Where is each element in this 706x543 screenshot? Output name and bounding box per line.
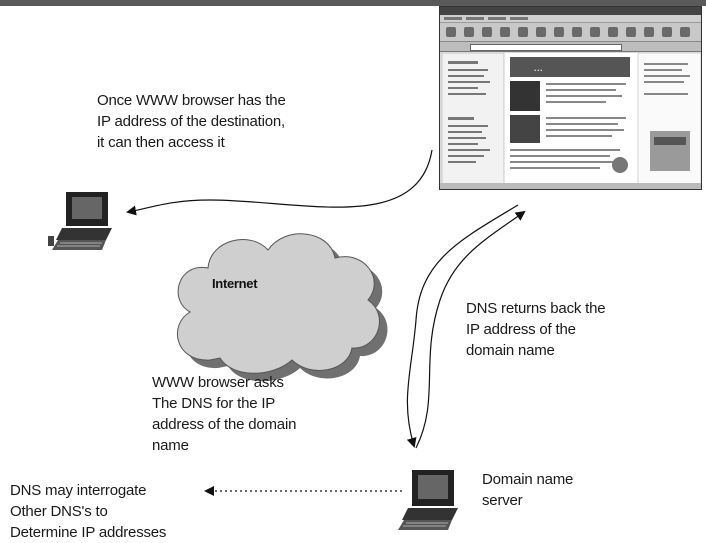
label-dns-interrogate: DNS may interrogate Other DNS's to Deter… [10,482,167,541]
internet-cloud-icon [176,233,388,382]
browser-window-icon: ... [439,6,702,190]
label-browser-access: Once WWW browser has the IP address of t… [97,92,286,151]
label-dns-returns: DNS returns back the IP address of the d… [466,300,606,359]
browser-titlebar [440,7,701,15]
arrow-query-to-dns [406,204,519,448]
label-domain-name-server: Domain name server [482,471,574,509]
cloud-label: Internet [212,276,258,291]
arrow-browser-to-computer [126,149,433,216]
server-computer-icon [398,470,458,530]
browser-page-content: ... [441,52,701,186]
label-browser-asks: WWW browser asks The DNS for the IP addr… [152,374,297,454]
svg-text:...: ... [534,60,543,74]
top-border-bar [0,0,706,6]
browser-address-bar [440,42,701,52]
browser-toolbar [440,23,701,42]
computer-icon [48,192,112,250]
arrow-dns-returns [415,210,526,449]
browser-status-bar [440,183,701,189]
browser-menubar [440,15,701,23]
